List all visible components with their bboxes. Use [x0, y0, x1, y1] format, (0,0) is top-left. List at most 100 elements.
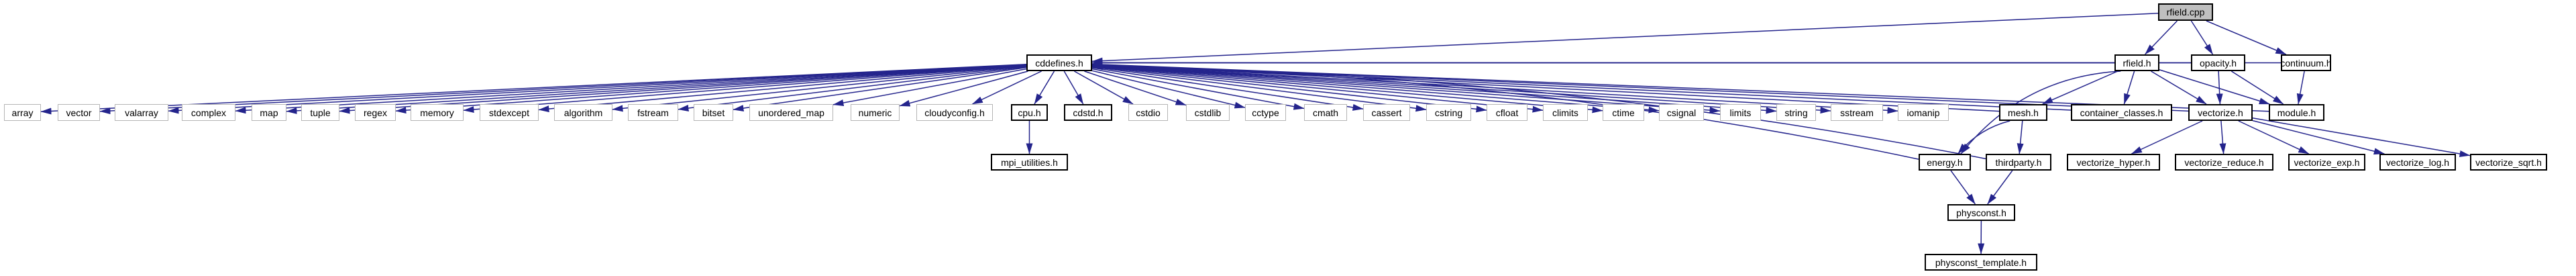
- edge-cddefines-h-to-algorithm: [612, 65, 1027, 112]
- edge-cddefines-h-to-csignal: [1091, 64, 1660, 113]
- graph-node-opacity-h[interactable]: opacity.h: [2191, 54, 2245, 71]
- graph-node-physconst-h[interactable]: physconst.h: [1947, 204, 2015, 221]
- graph-node-vector: vector: [58, 104, 100, 121]
- edge-cddefines-h-to-memory: [463, 64, 1027, 113]
- edge-cddefines-h-to-limits: [1091, 64, 1721, 114]
- edge-mesh-h-to-cddefines-h: [1091, 61, 2000, 112]
- edge-opacity-h-to-vectorize-h: [2216, 71, 2223, 105]
- graph-node-energy-h[interactable]: energy.h: [1919, 154, 1971, 171]
- graph-node-complex: complex: [182, 104, 235, 121]
- graph-node-algorithm: algorithm: [554, 104, 612, 121]
- edge-cddefines-h-to-fstream: [678, 66, 1027, 111]
- edge-cddefines-h-to-complex: [235, 64, 1027, 114]
- edge-cddefines-h-to-map: [286, 64, 1027, 114]
- edge-cddefines-h-to-cctype: [1091, 70, 1246, 109]
- graph-node-vectorize-log-h[interactable]: vectorize_log.h: [2379, 154, 2456, 171]
- edge-cddefines-h-to-climits: [1091, 65, 1544, 113]
- graph-node-climits: climits: [1543, 104, 1588, 121]
- edge-vectorize-h-to-vectorize-reduce-h: [2219, 120, 2226, 154]
- edge-mesh-h-to-energy-h: [1957, 120, 2010, 154]
- graph-node-cloudyconfig-h: cloudyconfig.h: [916, 104, 993, 121]
- graph-node-container-classes-h[interactable]: container_classes.h: [2071, 104, 2172, 121]
- edge-cddefines-h-to-stdexcept: [538, 65, 1027, 113]
- graph-node-vectorize-h[interactable]: vectorize.h: [2188, 104, 2253, 121]
- graph-node-thirdparty-h[interactable]: thirdparty.h: [1986, 154, 2051, 171]
- edge-cddefines-h-to-iomanip: [1091, 64, 1898, 114]
- graph-node-memory: memory: [411, 104, 464, 121]
- edge-cddefines-h-to-ctime: [1091, 65, 1603, 113]
- graph-node-rfield-cpp: rfield.cpp: [2158, 3, 2213, 21]
- edge-rfield-h-to-mesh-h: [2042, 71, 2118, 105]
- graph-node-cdstd-h[interactable]: cdstd.h: [1064, 104, 1112, 121]
- edge-cddefines-h-to-array: [40, 64, 1027, 115]
- graph-node-limits: limits: [1720, 104, 1761, 121]
- edge-rfield-cpp-to-opacity-h: [2190, 20, 2214, 55]
- edge-vectorize-h-to-vectorize-log-h: [2252, 120, 2385, 155]
- graph-node-cassert: cassert: [1363, 104, 1410, 121]
- graph-node-bitset: bitset: [694, 104, 733, 121]
- edge-rfield-cpp-to-rfield-h: [2144, 20, 2178, 55]
- edge-rfield-h-to-module-h: [2159, 69, 2270, 105]
- edge-rfield-cpp-to-cddefines-h: [1091, 13, 2159, 64]
- graph-node-cmath: cmath: [1304, 104, 1347, 121]
- edge-cddefines-h-to-cfloat: [1091, 66, 1487, 113]
- edge-module-h-to-cddefines-h: [1091, 61, 2269, 112]
- graph-node-iomanip: iomanip: [1898, 104, 1949, 121]
- edge-thirdparty-h-to-physconst-h: [1987, 170, 2013, 205]
- edge-opacity-h-to-module-h: [2231, 71, 2284, 105]
- graph-node-ctime: ctime: [1603, 104, 1644, 121]
- edge-cddefines-h-to-cloudyconfig-h: [971, 71, 1042, 105]
- graph-node-array: array: [4, 104, 41, 121]
- graph-node-vectorize-reduce-h[interactable]: vectorize_reduce.h: [2175, 154, 2273, 171]
- edge-cddefines-h-to-valarray: [168, 64, 1027, 114]
- edge-cddefines-h-to-vector: [99, 64, 1027, 115]
- graph-node-string: string: [1776, 104, 1816, 121]
- edge-vectorize-h-to-vectorize-exp-h: [2238, 120, 2310, 154]
- graph-node-continuum-h[interactable]: continuum.h: [2280, 54, 2332, 71]
- graph-node-cstdio: cstdio: [1128, 104, 1168, 121]
- graph-node-vectorize-sqrt-h[interactable]: vectorize_sqrt.h: [2470, 154, 2547, 171]
- graph-node-tuple: tuple: [301, 104, 339, 121]
- graph-node-module-h[interactable]: module.h: [2269, 104, 2324, 121]
- graph-node-unordered-map: unordered_map: [749, 104, 833, 121]
- edge-cddefines-h-to-tuple: [339, 64, 1027, 114]
- graph-node-stdexcept: stdexcept: [480, 104, 539, 121]
- edge-cddefines-h-to-string: [1091, 64, 1777, 114]
- edge-cddefines-h-to-regex: [395, 64, 1027, 114]
- edge-rfield-h-to-container-classes-h: [2123, 71, 2135, 105]
- graph-node-physconst-template-h[interactable]: physconst_template.h: [1925, 254, 2037, 271]
- edge-cddefines-h-to-unordered-map: [833, 68, 1027, 106]
- edge-cddefines-h-to-numeric: [899, 71, 1028, 107]
- edge-vectorize-h-to-vectorize-sqrt-h: [2252, 118, 2471, 157]
- edge-cddefines-h-to-bitset: [733, 66, 1027, 112]
- graph-node-vectorize-hyper-h[interactable]: vectorize_hyper.h: [2067, 154, 2160, 171]
- edge-rfield-cpp-to-continuum-h: [2206, 20, 2287, 55]
- edge-cddefines-h-to-sstream: [1091, 64, 1831, 114]
- graph-node-regex: regex: [355, 104, 396, 121]
- graph-node-mesh-h[interactable]: mesh.h: [1999, 104, 2047, 121]
- edge-cddefines-h-to-cstdio: [1074, 71, 1134, 105]
- edge-continuum-h-to-module-h: [2296, 71, 2305, 105]
- graph-node-mpi-utilities-h[interactable]: mpi_utilities.h: [991, 154, 1068, 171]
- graph-node-sstream: sstream: [1831, 104, 1883, 121]
- graph-node-cpu-h[interactable]: cpu.h: [1011, 104, 1048, 121]
- graph-node-rfield-h[interactable]: rfield.h: [2114, 54, 2159, 71]
- graph-node-csignal: csignal: [1659, 104, 1704, 121]
- graph-node-vectorize-exp-h[interactable]: vectorize_exp.h: [2288, 154, 2365, 171]
- edge-cddefines-h-to-cassert: [1091, 67, 1364, 111]
- graph-node-numeric: numeric: [851, 104, 900, 121]
- graph-node-cddefines-h[interactable]: cddefines.h: [1026, 54, 1092, 71]
- edge-cddefines-h-to-cmath: [1091, 68, 1305, 110]
- edge-cddefines-h-to-cpu-h: [1034, 71, 1055, 105]
- edge-vectorize-h-to-vectorize-hyper-h: [2131, 120, 2203, 154]
- graph-node-cstdlib: cstdlib: [1186, 104, 1230, 121]
- graph-node-valarray: valarray: [115, 104, 168, 121]
- edges: [40, 13, 2471, 255]
- graph-node-cstring: cstring: [1426, 104, 1471, 121]
- edge-cddefines-h-to-cstdlib: [1084, 71, 1187, 106]
- edge-energy-h-to-physconst-h: [1950, 170, 1976, 205]
- graph-node-cctype: cctype: [1245, 104, 1286, 121]
- edge-cddefines-h-to-cstring: [1091, 66, 1427, 112]
